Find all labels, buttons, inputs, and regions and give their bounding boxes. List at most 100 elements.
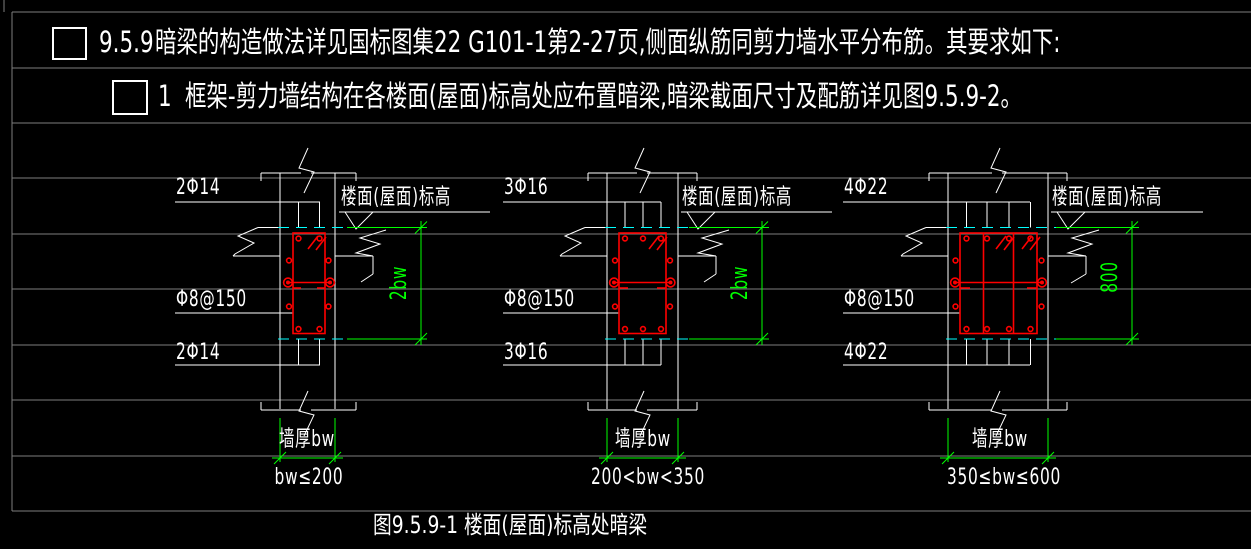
rebar-dot	[983, 235, 991, 242]
diagram-1-rebar	[282, 232, 336, 335]
tie-hook	[1036, 277, 1048, 288]
rebar-dot	[295, 235, 302, 242]
diagram-1-wall-slab-lines	[175, 147, 490, 437]
slab-break	[1066, 229, 1100, 257]
dim-tick	[755, 221, 769, 234]
tie-hook-dot	[285, 280, 290, 285]
rebar-dot	[952, 303, 959, 310]
rebar-dot	[611, 257, 619, 264]
rebar-dot	[983, 325, 991, 333]
dim-tick	[414, 221, 428, 234]
elevation-label: 楼面(屋面)标高	[682, 185, 793, 210]
rebar-dot	[621, 235, 629, 242]
diagram-2-wall-slab-lines	[503, 147, 832, 437]
diagram-2-hidden-beam-outline	[605, 227, 690, 340]
hook-slash	[648, 235, 660, 250]
elevation-arrow	[344, 211, 374, 230]
wall-range-label: 200<bw<350	[591, 465, 705, 490]
rebar-dot	[325, 303, 332, 310]
top-bars-label: 2Φ14	[176, 175, 221, 200]
tie-hook-dot	[668, 280, 673, 285]
clause-marker-box	[52, 27, 87, 60]
elevation-arrow	[1056, 211, 1086, 230]
rebar-dot	[285, 303, 293, 310]
diagram-1-dimensions	[272, 221, 428, 465]
rebar-dot	[952, 257, 959, 264]
beam-depth-label: 2bw	[387, 265, 412, 301]
tie-hook	[608, 277, 620, 288]
rebar-dot	[295, 325, 302, 333]
tie-hook-dot	[327, 280, 332, 285]
rebar-dot	[657, 325, 665, 333]
rebar-dot	[1027, 325, 1034, 333]
diagram-1-hidden-beam-outline	[278, 227, 348, 340]
tie-hook	[949, 277, 961, 288]
clause-text: 暗梁的构造做法详见国标图集22 G101-1第2-27页,侧面纵筋同剪力墙水平分…	[155, 25, 1061, 59]
elevation-label: 楼面(屋面)标高	[1052, 185, 1163, 210]
rebar-dot	[1005, 325, 1013, 333]
slab-break	[354, 229, 387, 257]
dim-tick	[755, 332, 769, 346]
bottom-bars-label: 3Φ16	[504, 340, 549, 365]
hook-slash	[1003, 236, 1015, 251]
rebar-dot	[316, 325, 323, 333]
tie-hook-dot	[1040, 280, 1045, 285]
slab-break	[559, 227, 586, 257]
wall-range-label: bw≤200	[274, 465, 344, 490]
hook-slash	[307, 235, 319, 250]
hook-slash	[315, 236, 327, 251]
tie-hook	[324, 277, 336, 288]
break-zigzag	[634, 147, 651, 194]
sheet-gridlines	[3, 0, 1251, 512]
rebar-dot	[1038, 257, 1045, 264]
dim-tick	[1125, 332, 1139, 346]
wall-thickness-label: 墙厚bw	[615, 427, 671, 452]
diagram-3-wall-slab-lines	[843, 147, 1203, 437]
dim-tick	[328, 451, 342, 465]
dim-tick	[1041, 451, 1055, 465]
rebar-dot	[963, 235, 970, 242]
hook-slash	[656, 236, 668, 251]
break-zigzag	[298, 147, 315, 194]
break-zigzag	[990, 147, 1007, 194]
slab-break	[232, 227, 259, 257]
break-zigzag	[634, 390, 651, 437]
elevation-arrow	[686, 211, 716, 230]
dim-tick	[414, 332, 428, 346]
rebar-dot	[285, 257, 293, 264]
rebar-dot	[1027, 235, 1034, 242]
tie-hook	[282, 277, 294, 288]
dim-tick	[671, 451, 685, 465]
hook-slash	[1029, 236, 1041, 251]
rebar-dot	[639, 235, 647, 242]
wall-thickness-label: 墙厚bw	[972, 427, 1028, 452]
clause-text: 框架-剪力墙结构在各楼面(屋面)标高处应布置暗梁,暗梁截面尺寸及配筋详见图9.5…	[185, 79, 1022, 113]
rebar-dot	[963, 325, 970, 333]
diagram-2-rebar	[608, 232, 676, 335]
stirrup-label: Φ8@150	[504, 287, 575, 312]
clause-number: 9.5.9	[99, 25, 154, 59]
dim-tick	[600, 451, 614, 465]
bottom-bars-label: 4Φ22	[844, 340, 889, 365]
dim-tick	[941, 451, 955, 465]
top-bars-label: 3Φ16	[504, 175, 549, 200]
rebar-dot	[1005, 235, 1013, 242]
tie-hook-dot	[952, 280, 957, 285]
tie-hook-dot	[611, 280, 616, 285]
stirrup-label: Φ8@150	[844, 287, 915, 312]
figure-caption: 图9.5.9-1 楼面(屋面)标高处暗梁	[373, 511, 648, 539]
dim-tick	[273, 451, 287, 465]
rebar-dot	[621, 325, 629, 333]
hook-slash	[995, 235, 1007, 250]
wall-range-label: 350≤bw≤600	[947, 465, 1061, 490]
tie-hook	[665, 277, 676, 288]
rebar-dot	[325, 257, 332, 264]
stirrup-label: Φ8@150	[176, 287, 247, 312]
diagram-2-dimensions	[599, 221, 769, 465]
wall-thickness-label: 墙厚bw	[279, 427, 335, 452]
slab-break	[696, 229, 730, 257]
slab-break	[900, 227, 927, 257]
dim-tick	[1125, 221, 1139, 234]
